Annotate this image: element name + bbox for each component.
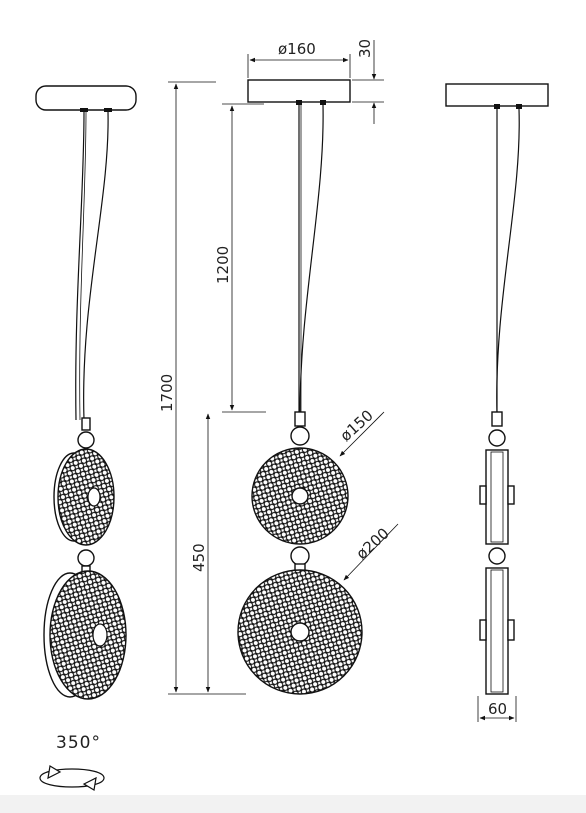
rotation-label: 350° [56,733,101,753]
dim-cable-length: 1200 [214,246,232,284]
perspective-view: 350° [35,85,137,791]
small-disc-perspective [53,448,115,546]
bottom-strip [0,795,586,813]
canopy-left [35,85,137,111]
canopy-front [247,79,351,103]
dim-body-height: 450 [190,543,208,572]
dim-canopy-diameter: ø160 [278,40,316,58]
dim-canopy-height: 30 [356,39,374,58]
dim-large-disc-diameter: ø200 [353,524,393,563]
rotate-icon [39,765,105,791]
small-disc-front [251,447,349,545]
canopy-side [445,83,549,107]
large-disc-side [479,567,515,695]
large-disc-front [237,569,363,695]
small-disc-side [479,449,515,545]
large-disc-perspective [43,570,127,700]
side-view: 60 [445,83,549,722]
dim-total-height: 1700 [158,374,176,412]
front-view: ø160 30 1700 1200 450 ø150 ø200 [158,39,399,695]
dim-depth: 60 [488,700,507,718]
